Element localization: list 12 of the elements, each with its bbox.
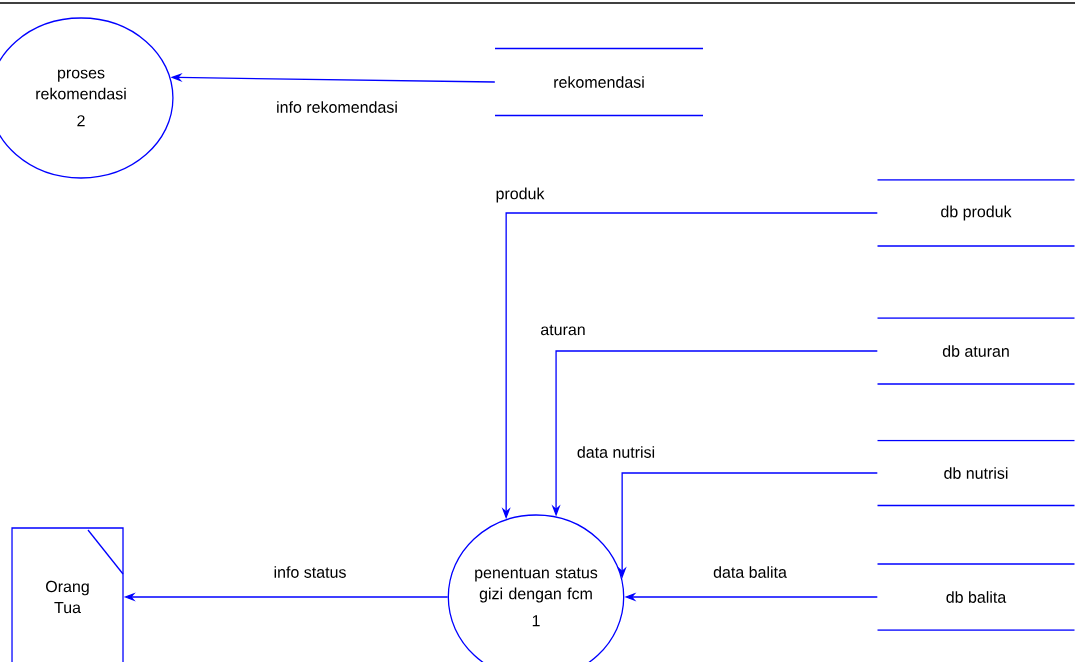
data-store: db aturan bbox=[876, 317, 1075, 385]
edge-label: produk bbox=[494, 186, 546, 204]
edge-label: data nutrisi bbox=[575, 445, 657, 459]
data-store: rekomendasi bbox=[494, 47, 704, 117]
edge-label: data balita bbox=[712, 565, 788, 579]
edge-label: info status bbox=[272, 565, 348, 579]
edge-label: aturan bbox=[539, 323, 587, 337]
data-store: db nutrisi bbox=[876, 439, 1075, 507]
data-store: db produk bbox=[876, 179, 1075, 247]
external-entity: Orang Tua bbox=[11, 527, 124, 662]
data-store: db balita bbox=[876, 563, 1075, 631]
edge-label: info rekomendasi bbox=[275, 100, 399, 114]
